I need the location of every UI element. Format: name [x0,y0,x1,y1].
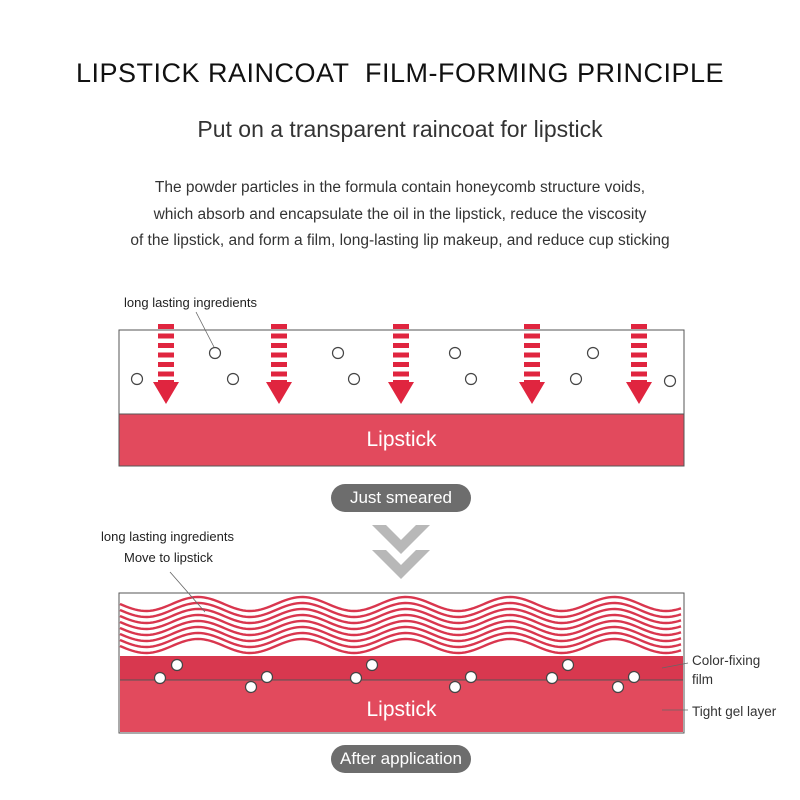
down-arrow-icon [266,324,292,404]
particle-circle-icon [545,671,559,685]
down-arrow-icon [626,324,652,404]
top-callout-line [195,311,215,348]
down-arrow-icon [519,324,545,404]
color-fixing-film-label-2: film [692,672,713,687]
wave-stripe [119,613,682,631]
particle-circle-icon [627,670,641,684]
bottom-particles [153,658,641,694]
color-fixing-film-label: Color-fixing [692,653,761,668]
down-arrow-icon [388,324,414,404]
top-lipstick-label: Lipstick [366,428,437,451]
film-leader-line [661,662,689,669]
bottom-callout-label-1: long lasting ingredients [101,529,234,544]
wave-stripe [119,607,682,625]
top-lipstick-layer [118,413,685,467]
top-arrows [153,324,652,404]
wave-stripe [119,595,682,613]
wave-stripe [119,601,682,619]
bottom-lipstick-label: Lipstick [366,698,437,721]
particle-circle-icon [611,680,625,694]
wave-layer [119,595,682,655]
wave-stripe [119,637,682,655]
particle-circle-icon [349,671,363,685]
particle-circle-icon [130,372,144,386]
wave-stripe [119,631,682,649]
top-diagram [118,311,685,467]
description-line: of the lipstick, and form a film, long-l… [130,232,670,249]
stage-badge-after-application: After application [331,745,471,773]
wave-stripe [119,625,682,643]
description-line: which absorb and encapsulate the oil in … [153,205,647,223]
particle-circle-icon [663,374,677,388]
bottom-diagram [118,571,689,734]
top-particles [130,346,677,388]
description: The powder particles in the formula cont… [40,175,760,255]
bottom-callout-line [169,571,206,613]
stage-badge-just-smeared: Just smeared [331,484,471,512]
bottom-callout-label-2: Move to lipstick [124,550,213,565]
particle-circle-icon [464,372,478,386]
particle-circle-icon [561,658,575,672]
top-callout-label: long lasting ingredients [124,295,257,310]
particle-circle-icon [208,346,222,360]
particle-circle-icon [331,346,345,360]
bottom-lipstick-layer [120,680,683,732]
particle-circle-icon [260,670,274,684]
particle-circle-icon [347,372,361,386]
double-chevron-down-icon [372,525,430,579]
tight-gel-layer-label: Tight gel layer [692,704,777,719]
color-fixing-film [120,656,683,680]
description-line: The powder particles in the formula cont… [154,179,646,196]
particle-circle-icon [170,658,184,672]
down-arrow-icon [153,324,179,404]
page-title: LIPSTICK RAINCOAT FILM-FORMING PRINCIPLE [75,58,725,88]
particle-circle-icon [226,372,240,386]
particle-circle-icon [464,670,478,684]
particle-circle-icon [448,346,462,360]
particle-circle-icon [244,680,258,694]
particle-circle-icon [448,680,462,694]
particle-circle-icon [153,671,167,685]
page-subtitle: Put on a transparent raincoat for lipsti… [197,116,603,142]
particle-circle-icon [365,658,379,672]
particle-circle-icon [569,372,583,386]
wave-stripe [119,619,682,637]
particle-circle-icon [586,346,600,360]
